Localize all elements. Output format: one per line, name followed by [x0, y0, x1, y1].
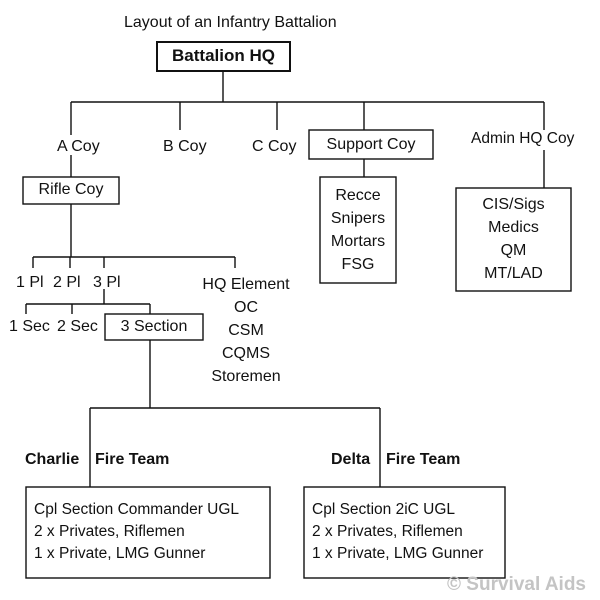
support-units-list: Recce Snipers Mortars FSG	[320, 184, 396, 276]
b-coy-label: B Coy	[163, 138, 207, 155]
watermark: © Survival Aids	[447, 574, 586, 595]
support-item: Recce	[335, 187, 381, 204]
team-member: 2 x Privates, Riflemen	[34, 523, 185, 540]
support-item: Snipers	[330, 210, 386, 227]
team-member: Cpl Section 2iC UGL	[312, 501, 456, 518]
charlie-members-list: Cpl Section Commander UGL 2 x Privates, …	[34, 499, 239, 565]
delta-team-label: Fire Team	[386, 451, 461, 468]
delta-members-list: Cpl Section 2iC UGL 2 x Privates, Riflem…	[312, 499, 483, 565]
support-coy-box	[308, 129, 434, 160]
hq-element-list: HQ Element OC CSM CQMS Storemen	[192, 273, 300, 388]
hq-element-item: Storemen	[211, 368, 281, 385]
three-section-box	[104, 313, 204, 341]
charlie-team-name: Charlie	[25, 451, 80, 468]
delta-team-box	[303, 486, 506, 579]
hq-element-item: OC	[234, 299, 258, 316]
charlie-team-box	[25, 486, 271, 579]
section-label: 2 Sec	[57, 318, 98, 335]
admin-units-list: CIS/Sigs Medics QM MT/LAD	[456, 193, 571, 285]
admin-units-box	[455, 187, 572, 292]
three-section-label: 3 Section	[120, 318, 188, 335]
platoon-label: 3 Pl	[93, 274, 121, 291]
charlie-team-label: Fire Team	[95, 451, 170, 468]
admin-item: QM	[500, 242, 527, 259]
team-member: 2 x Privates, Riflemen	[312, 523, 463, 540]
c-coy-label: C Coy	[252, 138, 297, 155]
battalion-hq-label: Battalion HQ	[172, 46, 275, 65]
section-label: 1 Sec	[9, 318, 50, 335]
admin-hq-coy-label: Admin HQ Coy	[471, 130, 575, 147]
chart-title: Layout of an Infantry Battalion	[124, 14, 337, 31]
platoon-label: 1 Pl	[16, 274, 44, 291]
delta-team-name: Delta	[331, 451, 371, 468]
a-coy-label: A Coy	[57, 138, 100, 155]
team-member: Cpl Section Commander UGL	[34, 501, 240, 518]
hq-element-item: CQMS	[222, 345, 270, 362]
hq-element-title: HQ Element	[202, 276, 290, 293]
support-item: Mortars	[330, 233, 386, 250]
platoon-label: 2 Pl	[53, 274, 81, 291]
hq-element-item: CSM	[228, 322, 264, 339]
admin-item: Medics	[488, 219, 539, 236]
rifle-coy-label: Rifle Coy	[38, 181, 104, 198]
admin-item: CIS/Sigs	[482, 196, 545, 213]
team-member: 1 x Private, LMG Gunner	[34, 545, 206, 562]
team-member: 1 x Private, LMG Gunner	[312, 545, 484, 562]
admin-item: MT/LAD	[484, 265, 543, 282]
support-item: FSG	[341, 256, 375, 273]
support-units-box	[319, 176, 397, 284]
support-coy-label: Support Coy	[326, 136, 416, 153]
